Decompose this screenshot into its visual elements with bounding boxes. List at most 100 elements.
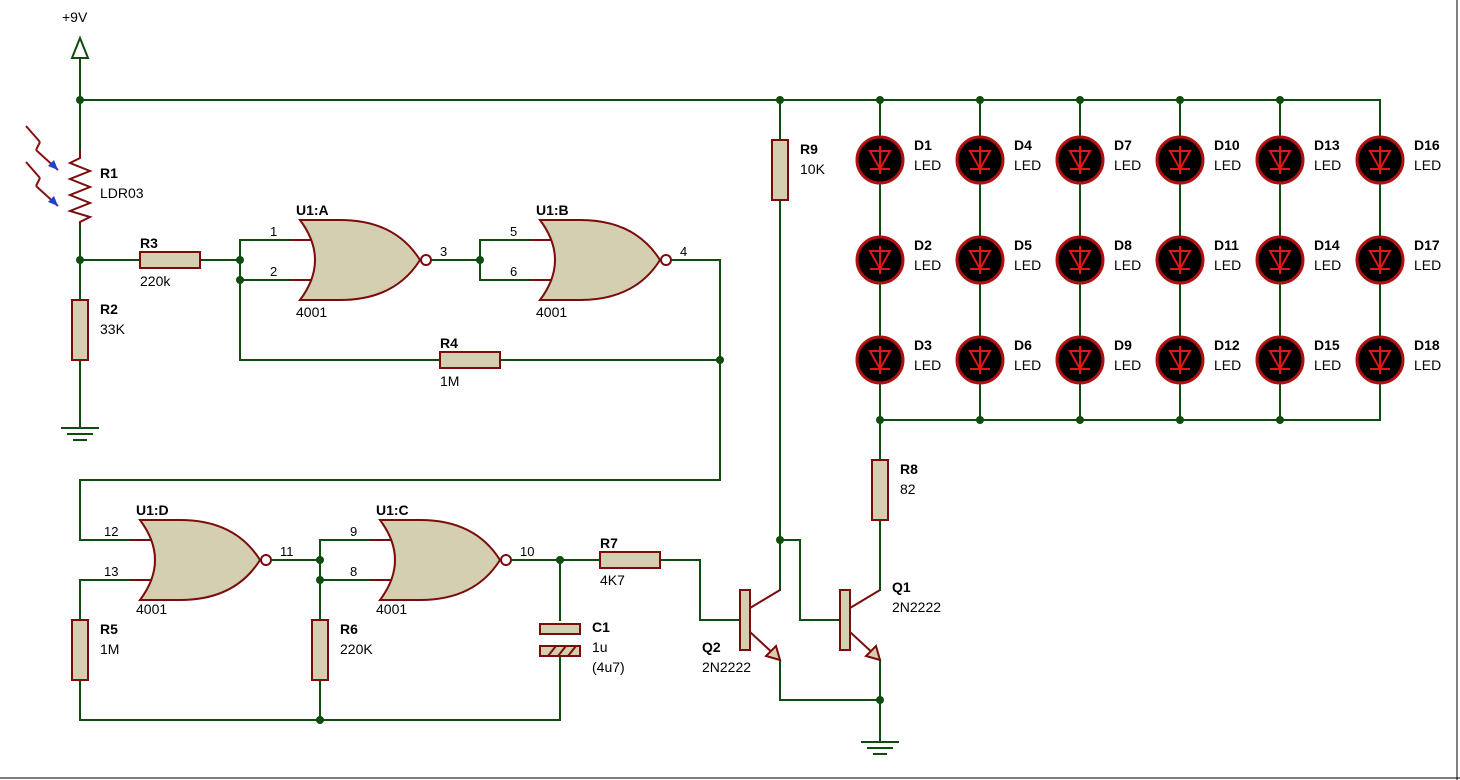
pin-label: 10	[520, 544, 534, 559]
resistor-r8: R8 82	[871, 459, 918, 521]
led-ref-label: D14	[1314, 237, 1340, 253]
led-ref-label: D8	[1114, 237, 1132, 253]
resistor-r4: R4 1M	[439, 335, 501, 389]
led-array: D1LEDD2LEDD3LEDD4LEDD5LEDD6LEDD7LEDD8LED…	[855, 135, 1441, 385]
nor-gate-u1a: U1:A 4001 1 2 3	[270, 202, 447, 320]
led-ref-label: D16	[1414, 137, 1440, 153]
capacitor-c1: C1 1u (4u7)	[539, 619, 625, 701]
ref-label: R2	[100, 301, 118, 317]
led-ref-label: D18	[1414, 337, 1440, 353]
ref-label: R4	[440, 335, 458, 351]
led-value-label: LED	[1114, 157, 1141, 173]
led-ref-label: D2	[914, 237, 932, 253]
led-ref-label: D4	[1014, 137, 1032, 153]
supply-label: +9V	[62, 9, 88, 25]
value-label: 82	[900, 481, 916, 497]
led-ref-label: D5	[1014, 237, 1032, 253]
ref-label: C1	[592, 619, 610, 635]
led-value-label: LED	[1214, 357, 1241, 373]
ref-label: R8	[900, 461, 918, 477]
led-value-label: LED	[1214, 257, 1241, 273]
pin-label: 12	[104, 524, 118, 539]
ref-label: U1:D	[136, 502, 169, 518]
pin-label: 4	[680, 244, 687, 259]
led-value-label: LED	[1014, 257, 1041, 273]
led-ref-label: D11	[1214, 237, 1239, 253]
led-value-label: LED	[1114, 257, 1141, 273]
led-ref-label: D3	[914, 337, 932, 353]
resistor-r2: R2 33K	[71, 299, 126, 361]
led-value-label: LED	[1314, 257, 1341, 273]
value-label: 1M	[100, 641, 119, 657]
led-value-label: LED	[1314, 157, 1341, 173]
ldr-r1: R1 LDR03	[25, 125, 144, 225]
nor-gate-u1b: U1:B 4001 5 6 4	[510, 202, 687, 320]
led-value-label: LED	[1414, 157, 1441, 173]
pin-label: 5	[510, 224, 517, 239]
pin-label: 1	[270, 224, 277, 239]
ground-symbol-left	[61, 419, 99, 441]
value-label: 2N2222	[892, 599, 941, 615]
resistor-r3: R3 220k	[139, 235, 201, 289]
led-value-label: LED	[914, 157, 941, 173]
resistor-r5: R5 1M	[71, 619, 119, 681]
led-value-label: LED	[1014, 157, 1041, 173]
led-value-label: LED	[1214, 157, 1241, 173]
value-label: 220K	[340, 641, 373, 657]
value-label-2: (4u7)	[592, 659, 625, 675]
value-label: LDR03	[100, 185, 144, 201]
part-label: 4001	[376, 601, 407, 617]
led-ref-label: D6	[1014, 337, 1032, 353]
ref-label: R7	[600, 535, 618, 551]
resistor-r6: R6 220K	[311, 619, 373, 681]
value-label: 1M	[440, 373, 459, 389]
nor-gate-u1c: U1:C 4001 9 8 10	[350, 502, 534, 617]
ref-label: R6	[340, 621, 358, 637]
ref-label: Q1	[892, 579, 911, 595]
led-ref-label: D10	[1214, 137, 1240, 153]
led-value-label: LED	[914, 257, 941, 273]
led-ref-label: D15	[1314, 337, 1340, 353]
part-label: 4001	[136, 601, 167, 617]
supply-terminal: +9V	[62, 9, 90, 59]
led-value-label: LED	[914, 357, 941, 373]
transistor-q1: Q1 2N2222	[839, 579, 941, 662]
value-label: 4K7	[600, 572, 625, 588]
pin-label: 8	[350, 564, 357, 579]
led-ref-label: D9	[1114, 337, 1132, 353]
led-value-label: LED	[1314, 357, 1341, 373]
ref-label: R3	[140, 235, 158, 251]
ref-label: U1:B	[536, 202, 569, 218]
resistor-r7: R7 4K7	[599, 535, 661, 588]
value-label: 220k	[140, 273, 171, 289]
part-label: 4001	[536, 304, 567, 320]
pin-label: 3	[440, 244, 447, 259]
pin-label: 13	[104, 564, 118, 579]
pin-label: 6	[510, 264, 517, 279]
led-ref-label: D13	[1314, 137, 1340, 153]
ref-label: U1:A	[296, 202, 329, 218]
ref-label: R1	[100, 165, 118, 181]
led-ref-label: D7	[1114, 137, 1132, 153]
led-ref-label: D17	[1414, 237, 1440, 253]
resistor-r9: R9 10K	[771, 139, 826, 201]
pin-label: 2	[270, 264, 277, 279]
led-value-label: LED	[1114, 357, 1141, 373]
value-label: 10K	[800, 161, 826, 177]
